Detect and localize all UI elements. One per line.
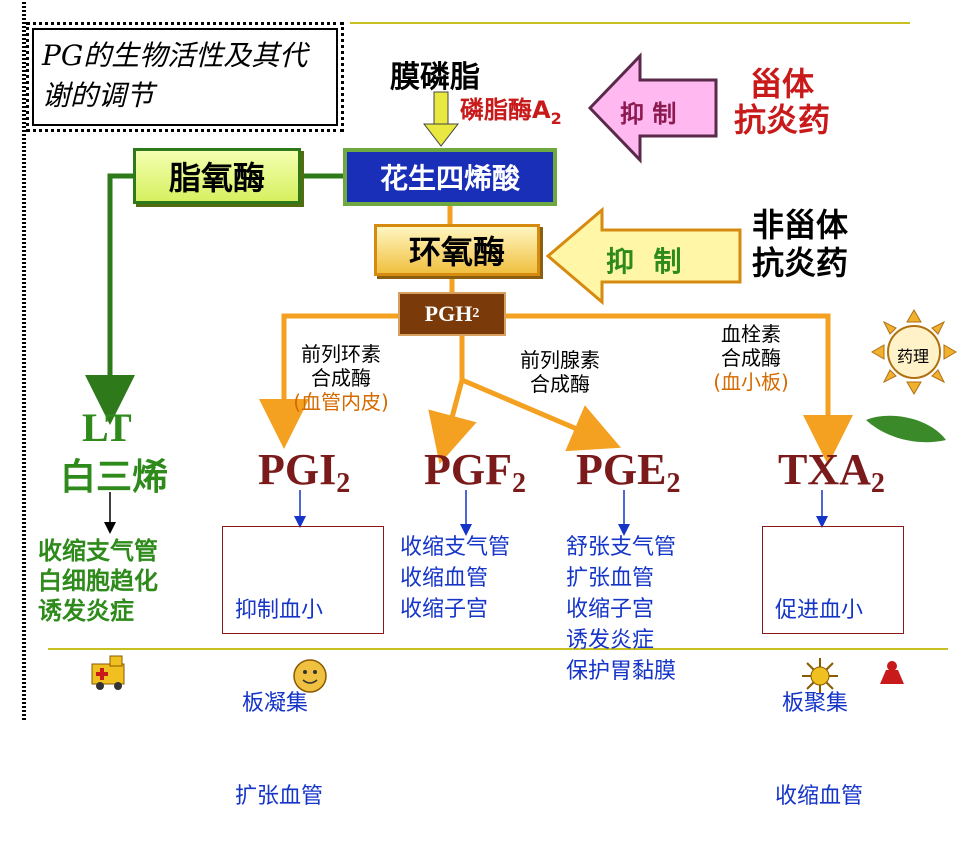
pgf2-label: PGF2 xyxy=(424,444,526,500)
pgh2-to-pgi-line xyxy=(259,313,398,449)
txa-synthase-l3: (血小板) xyxy=(713,370,789,394)
pgf2-effect-item: 收缩支气管 xyxy=(400,535,511,560)
pge2-effect-item: 保护胃黏膜 xyxy=(566,659,677,684)
pgf2-effect-item: 收缩子宫 xyxy=(400,597,489,622)
txa2-effect-item: 促进血小 xyxy=(775,598,864,623)
pgi2-sub: 2 xyxy=(336,468,351,499)
pgh2-to-pge-line xyxy=(461,377,621,452)
txa2-sub: 2 xyxy=(870,468,885,499)
pgi2-label: PGI2 xyxy=(258,444,350,500)
pgi2-effect-item: 板凝集 xyxy=(235,691,308,716)
ambulance-icon xyxy=(91,655,125,690)
steroid-line2: 抗炎药 xyxy=(733,101,830,139)
prostacyclin-synthase-label: 前列环素 合成酶 (血管内皮) xyxy=(276,342,406,414)
title-frame xyxy=(26,22,344,132)
pathway-connectors xyxy=(85,52,957,694)
left-border-decoration xyxy=(22,0,26,720)
nsaid-line1: 非甾体 xyxy=(752,206,849,244)
lipox-to-lt-line xyxy=(85,173,135,425)
inhibit-arrow-steroid xyxy=(587,52,718,164)
inhibit-label-nsaid: 抑 制 xyxy=(606,245,682,278)
pgh2-to-txa-line xyxy=(506,313,853,465)
prostaglandin-synthase-label: 前列腺素 合成酶 xyxy=(498,348,622,396)
inhibit-label-steroid: 抑 制 xyxy=(620,100,677,128)
bottom-rule xyxy=(48,648,948,650)
top-rule xyxy=(350,22,910,24)
alarm-icon xyxy=(880,661,904,684)
pgf2-effect-item: 收缩血管 xyxy=(400,566,489,591)
steroid-line1: 甾体 xyxy=(749,65,814,103)
pharmacology-badge-sun xyxy=(871,309,957,395)
txa-synthase-l2: 合成酶 xyxy=(721,346,781,370)
pgi2-effect-item: 抑制血小 xyxy=(235,598,324,623)
lt-effect-item: 收缩支气管 xyxy=(38,536,158,565)
txa2-effects-box: 促进血小 板聚集 收缩血管 xyxy=(762,526,904,809)
pgf2-main: PGF xyxy=(424,445,512,494)
pgi2-main: PGI xyxy=(258,445,337,494)
pge2-effect-item: 舒张支气管 xyxy=(566,535,677,560)
lt-effects-list: 收缩支气管 白细胞趋化 诱发炎症 xyxy=(38,536,158,626)
pge2-effects-list: 舒张支气管 扩张血管 收缩子宫 诱发炎症 保护胃黏膜 xyxy=(566,532,676,687)
lt-effect-item: 白细胞趋化 xyxy=(38,566,158,595)
pge2-effect-item: 诱发炎症 xyxy=(566,628,655,653)
lt-main: LT xyxy=(82,405,132,450)
pgf2-sub: 2 xyxy=(511,468,526,499)
thromboxane-synthase-label: 血栓素 合成酶 (血小板) xyxy=(696,322,806,394)
phospholipase-a2: 磷脂酶A2 xyxy=(460,90,562,128)
leukotriene-cn-label: 白三烯 xyxy=(60,456,169,498)
page-title: PG的生物活性及其代谢的调节 xyxy=(42,39,308,112)
pgi-synthase-l1: 前列环素 xyxy=(301,342,381,366)
txa2-main: TXA xyxy=(778,445,871,494)
txa2-label: TXA2 xyxy=(778,444,885,500)
title-box: PG的生物活性及其代谢的调节 xyxy=(32,28,338,126)
badge-leaf xyxy=(866,415,946,443)
inhibit-arrow-nsaid xyxy=(545,206,742,306)
txa2-effect-item: 板聚集 xyxy=(775,691,848,716)
txa-synthase-l1: 血栓素 xyxy=(721,322,781,346)
pla2-text: 磷脂酶A xyxy=(460,96,551,124)
arachidonic-acid-box: 花生四烯酸 xyxy=(343,148,557,206)
pge-synthase-l1: 前列腺素 xyxy=(520,348,600,372)
txa2-effect-item: 收缩血管 xyxy=(775,784,864,809)
lipoxygenase-box: 脂氧酶 xyxy=(133,148,301,204)
pgi-synthase-l2: 合成酶 xyxy=(311,366,371,390)
nsaid-line2: 抗炎药 xyxy=(752,244,849,282)
pge2-sub: 2 xyxy=(666,468,681,499)
pgi2-effects-box: 抑制血小 板凝集 扩张血管 xyxy=(222,526,384,809)
pgh2-to-pgf-line xyxy=(428,379,477,465)
membrane-arrow xyxy=(422,91,460,147)
steroid-drug-label: 甾体 抗炎药 xyxy=(722,66,842,138)
leukotriene-label: LT xyxy=(82,404,132,451)
cyclooxygenase-box: 环氧酶 xyxy=(374,224,540,276)
smiley-icon xyxy=(293,659,327,693)
nsaid-drug-label: 非甾体 抗炎药 xyxy=(752,206,848,282)
lt-effect-item: 诱发炎症 xyxy=(38,596,134,625)
pgi-synthase-l3: (血管内皮) xyxy=(293,390,389,414)
pge2-label: PGE2 xyxy=(576,444,680,500)
pgf2-effects-list: 收缩支气管 收缩血管 收缩子宫 xyxy=(400,532,510,625)
pla2-subscript: 2 xyxy=(550,108,562,128)
pgh2-main: PGH xyxy=(424,301,473,326)
pharmacology-badge-label: 药理 xyxy=(897,347,930,366)
pgh2-sub: 2 xyxy=(472,306,480,321)
membrane-phospholipid: 膜磷脂 xyxy=(390,60,480,95)
sun-icon xyxy=(802,658,838,694)
pge-synthase-l2: 合成酶 xyxy=(530,372,590,396)
pgi2-effect-item: 扩张血管 xyxy=(235,784,324,809)
pge2-effect-item: 扩张血管 xyxy=(566,566,655,591)
pge2-main: PGE xyxy=(576,445,667,494)
pge2-effect-item: 收缩子宫 xyxy=(566,597,655,622)
